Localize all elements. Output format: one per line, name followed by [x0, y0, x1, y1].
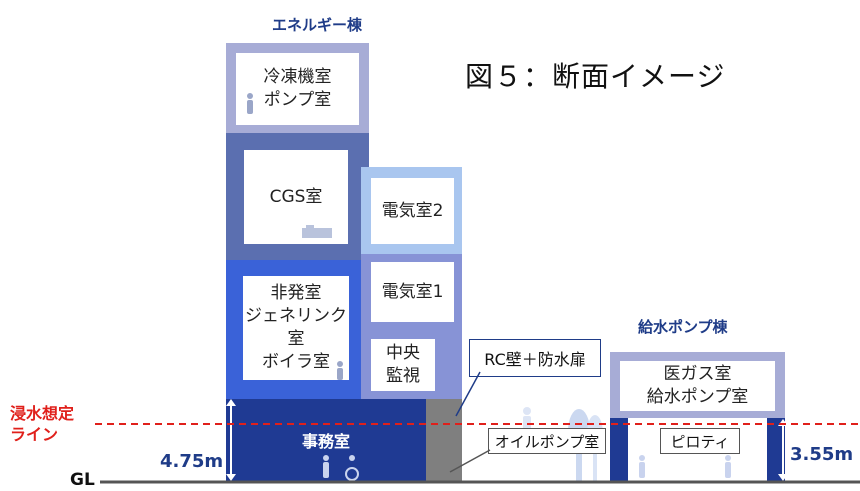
electric2-room: 電気室2: [371, 178, 454, 244]
pilotis-people-icons: [639, 455, 731, 478]
central-room: 中央 監視: [371, 339, 435, 391]
rc-wall-callout: RC壁＋防水扉: [469, 339, 601, 377]
oil-pump-room: [426, 399, 462, 481]
energy-height-label: 4.75m: [160, 451, 224, 472]
person-icon: [337, 361, 343, 380]
height-arrow-pump: [778, 419, 788, 481]
rc-wall-leader: [455, 371, 481, 417]
electric1-room: 電気室1: [371, 262, 454, 322]
flood-label: 浸水想定 ライン: [10, 404, 74, 446]
ground-line: [100, 480, 860, 484]
pilotis-label: ピロティ: [660, 428, 740, 454]
pump-height-label: 3.55m: [790, 444, 854, 465]
pilotis-left-column: [610, 418, 628, 482]
height-arrow-energy: [226, 399, 236, 481]
oil-pump-callout: オイルポンプ室: [488, 428, 606, 454]
ground-label: GL: [70, 470, 95, 490]
pump-upper-room: 医ガス室 給水ポンプ室: [620, 361, 775, 411]
people-icons: [323, 455, 359, 481]
energy-building-title: エネルギー棟: [272, 16, 363, 34]
flood-label-line1: 浸水想定: [10, 404, 75, 423]
refrigerator-room: 冷凍機室 ポンプ室: [236, 53, 359, 125]
flood-line: [95, 423, 860, 425]
figure-title: 図５：断面イメージ: [465, 60, 726, 93]
machine-icon: [302, 225, 332, 238]
pilotis-right-column: [767, 418, 785, 482]
oil-pump-leader: [449, 449, 491, 473]
generator-room: 非発室 ジェネリンク室 ボイラ室: [243, 276, 349, 380]
flood-label-line2: ライン: [10, 424, 59, 444]
person-icon: [247, 93, 253, 114]
office-label: 事務室: [301, 432, 350, 451]
pump-building-title: 給水ポンプ棟: [638, 318, 728, 336]
